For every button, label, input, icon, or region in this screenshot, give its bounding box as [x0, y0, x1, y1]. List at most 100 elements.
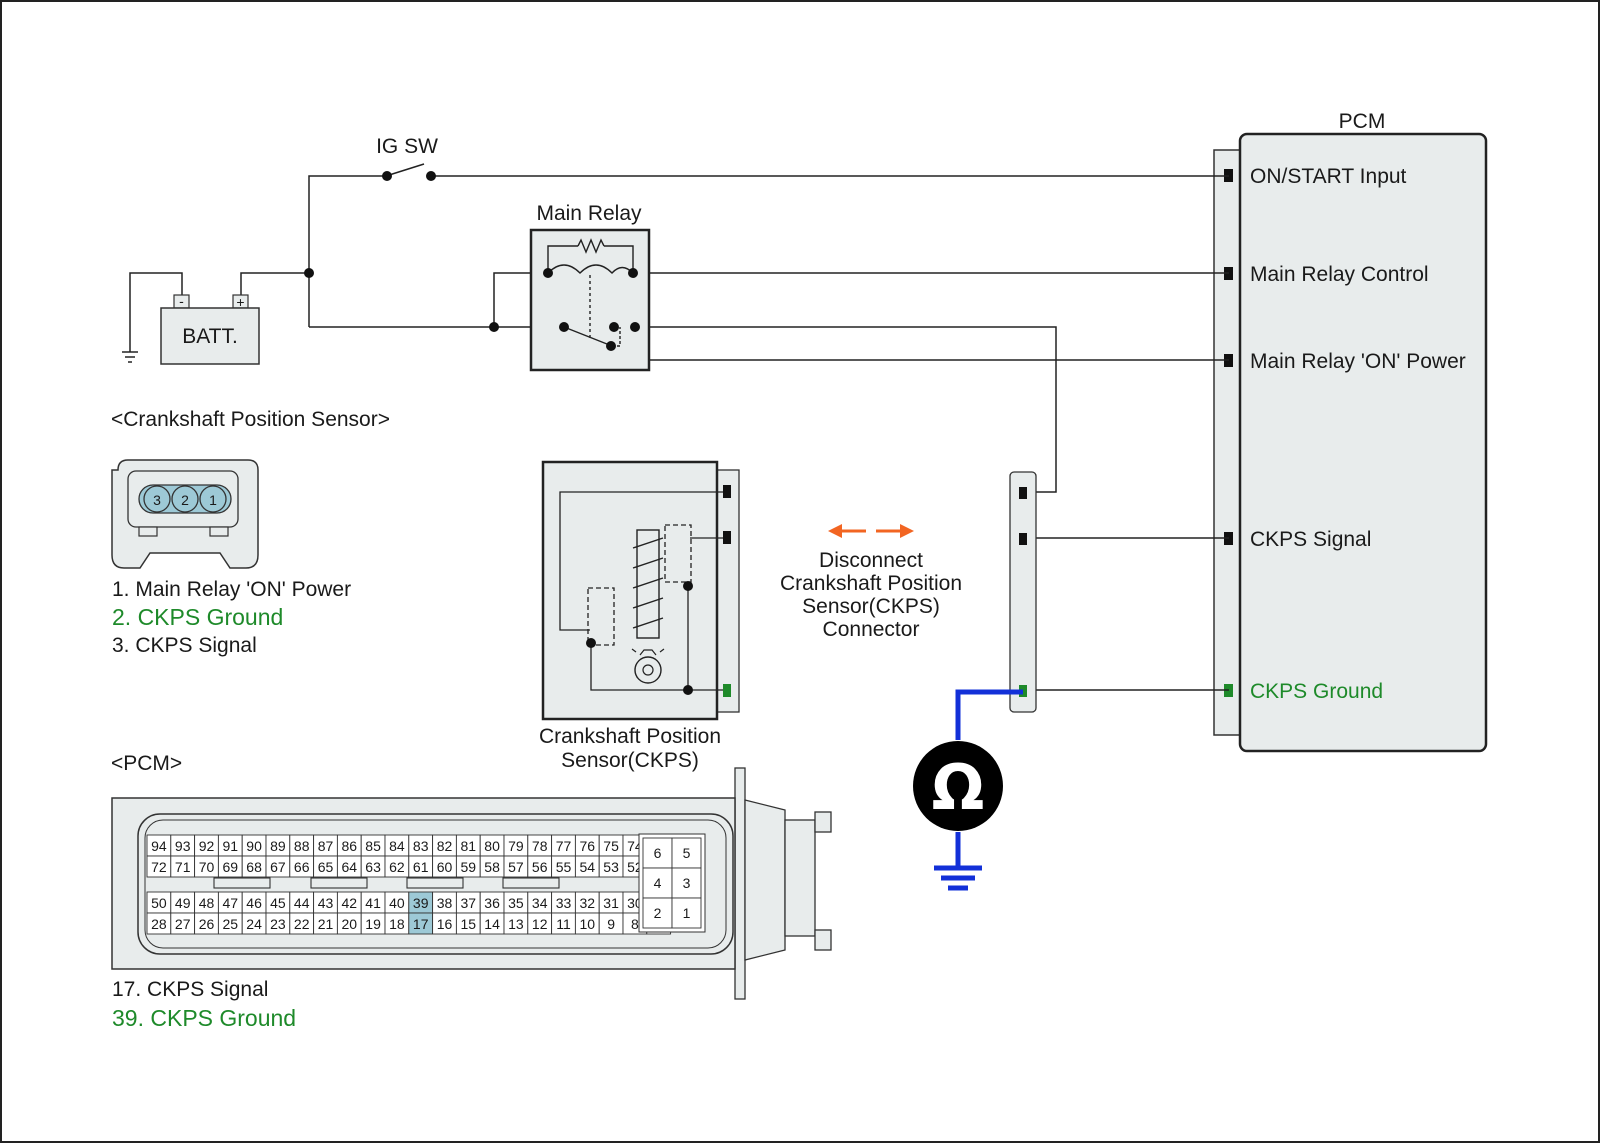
ckps-pin-label: 3 — [153, 492, 161, 508]
pcm-pin-label: CKPS Signal — [1250, 528, 1371, 551]
ckps-sensor-connector — [714, 469, 740, 713]
pcm-small-pin-cell — [642, 897, 673, 929]
pcm-pin-number: 15 — [461, 916, 477, 932]
ohm-symbol: Ω — [932, 751, 985, 824]
ckps-pin-1 — [199, 485, 227, 513]
ig-sw-label: IG SW — [376, 135, 438, 158]
pcm-pin-number: 86 — [342, 838, 358, 854]
instruction-text: Connector — [823, 618, 920, 641]
pcm-small-pin-number: 1 — [683, 905, 691, 921]
reluctor-wheel — [634, 656, 662, 684]
sensor-core — [636, 529, 660, 639]
pcm-pin-number: 67 — [270, 859, 286, 875]
pcm-pin-number: 24 — [246, 916, 262, 932]
pcm-pin-number: 25 — [223, 916, 239, 932]
pcm-pin-number: 40 — [389, 895, 405, 911]
pcm-pin-number: 45 — [270, 895, 286, 911]
pcm-pin-number: 14 — [484, 916, 500, 932]
pcm-pin-number: 19 — [365, 916, 381, 932]
battery: - + BATT. — [160, 293, 260, 365]
battery-minus-sign: - — [179, 293, 184, 309]
pcm-pin-label: Main Relay 'ON' Power — [1250, 350, 1466, 373]
ig-sw-contact — [385, 163, 425, 177]
pcm-connector-title: <PCM> — [111, 752, 182, 775]
pcm-pin-number: 94 — [151, 838, 167, 854]
pcm-small-pin-cell — [671, 897, 702, 929]
instruction-text: Sensor(CKPS) — [802, 595, 940, 618]
pcm-pin-number: 28 — [151, 916, 167, 932]
pcm-pin-number: 22 — [294, 916, 310, 932]
pcm-pin-number: 49 — [175, 895, 191, 911]
pcm-pin-number: 32 — [580, 895, 596, 911]
relay-on-power-to-ckps-wire — [635, 326, 1057, 493]
pcm-pin-number: 17 — [413, 916, 429, 932]
pcm-pin-number: 65 — [318, 859, 334, 875]
pcm-pin-number: 48 — [199, 895, 215, 911]
pcm-pin-number: 47 — [223, 895, 239, 911]
pcm-pin-number: 41 — [365, 895, 381, 911]
main-relay: Main Relay — [529, 202, 651, 372]
pcm-pin-number: 89 — [270, 838, 286, 854]
pcm-small-pin-number: 2 — [654, 905, 662, 921]
pcm-pin-number: 90 — [246, 838, 262, 854]
ckps-legend-item: 2. CKPS Ground — [112, 604, 283, 630]
pcm-pin-number: 27 — [175, 916, 191, 932]
pcm-small-pin-number: 3 — [683, 875, 691, 891]
ckps-legend-item: 1. Main Relay 'ON' Power — [112, 578, 351, 601]
pcm-pin-number: 33 — [556, 895, 572, 911]
pcm-legend-item: 17. CKPS Signal — [112, 978, 268, 1001]
instruction-text: Crankshaft Position — [780, 572, 962, 595]
pcm-pin-number: 13 — [508, 916, 524, 932]
double-arrow-icon — [828, 524, 914, 538]
pcm-pin-number: 8 — [631, 916, 639, 932]
ohmmeter-icon — [913, 741, 1003, 831]
disconnect-instruction: Disconnect Crankshaft Position Sensor(CK… — [780, 524, 962, 641]
pcm-small-pin-cell — [642, 867, 673, 899]
ckps-sensor-box — [541, 460, 719, 721]
ckps-connector-view: <Crankshaft Position Sensor> 3 2 1 1. Ma… — [111, 408, 390, 657]
ckps-pin-label: 1 — [209, 492, 217, 508]
pcm-pin-number: 16 — [437, 916, 453, 932]
pcm-pin-number: 54 — [580, 859, 596, 875]
pcm-pin-label: Main Relay Control — [1250, 263, 1429, 286]
pcm-pin-number: 84 — [389, 838, 405, 854]
battery-body — [160, 307, 260, 365]
pcm-pin-number: 31 — [603, 895, 619, 911]
pcm-title: PCM — [1339, 110, 1386, 133]
pcm-small-pin-number: 5 — [683, 845, 691, 861]
pcm-pin-number: 39 — [413, 895, 429, 911]
ckps-pin-3 — [143, 485, 171, 513]
pcm-pin-number: 68 — [246, 859, 262, 875]
pcm-pin-number: 81 — [461, 838, 477, 854]
battery-ground-wire — [129, 272, 183, 352]
instruction-text: Disconnect — [819, 549, 923, 572]
pcm-pin-number: 93 — [175, 838, 191, 854]
sensor-dashed-box — [587, 587, 615, 646]
ckps-sensor-caption: Crankshaft Position — [539, 725, 721, 748]
pcm-pin-number: 80 — [484, 838, 500, 854]
battery-label: BATT. — [182, 325, 238, 348]
pcm-pin-number: 36 — [484, 895, 500, 911]
pcm-pin-number: 88 — [294, 838, 310, 854]
relay-switch-contact — [563, 326, 613, 347]
pcm-pin-number: 21 — [318, 916, 334, 932]
pcm-pin-number: 55 — [556, 859, 572, 875]
pcm-pin-number: 10 — [580, 916, 596, 932]
pcm-pin-number: 53 — [603, 859, 619, 875]
pcm-pin-label: CKPS Ground — [1250, 680, 1383, 703]
pcm-small-pin-cell — [671, 837, 702, 869]
pcm-pin-number: 23 — [270, 916, 286, 932]
pcm-pin-number: 91 — [223, 838, 239, 854]
pcm-pin-number: 77 — [556, 838, 572, 854]
relay-coil — [547, 264, 634, 275]
pcm-module: PCM ON/START Input Main Relay Control Ma… — [1213, 110, 1488, 753]
pcm-pin-number: 75 — [603, 838, 619, 854]
battery-plus-sign: + — [236, 294, 244, 310]
pcm-box — [1238, 132, 1488, 753]
pcm-pin-number: 11 — [556, 916, 571, 932]
pcm-pin-number: 42 — [342, 895, 358, 911]
pcm-pin-number: 35 — [508, 895, 524, 911]
pcm-pin-number: 20 — [342, 916, 358, 932]
